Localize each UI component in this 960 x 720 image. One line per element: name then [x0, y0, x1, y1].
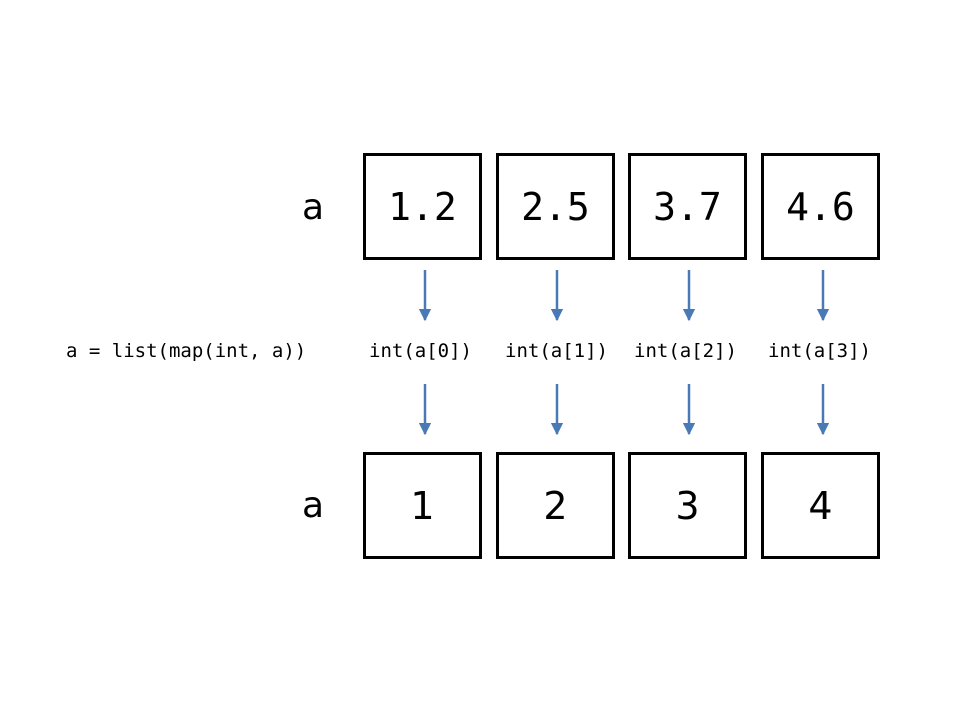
output-cell-1: 2 — [496, 452, 615, 559]
output-cell-3: 4 — [761, 452, 880, 559]
output-cell-0: 1 — [363, 452, 482, 559]
input-cell-0: 1.2 — [363, 153, 482, 260]
element-op-2: int(a[2]) — [634, 340, 737, 362]
input-cell-2: 3.7 — [628, 153, 747, 260]
element-op-3: int(a[3]) — [768, 340, 871, 362]
element-op-1: int(a[1]) — [505, 340, 608, 362]
element-op-0: int(a[0]) — [369, 340, 472, 362]
map-code-statement: a = list(map(int, a)) — [66, 340, 307, 362]
top-row-variable-label: a — [301, 187, 325, 228]
input-cell-1: 2.5 — [496, 153, 615, 260]
output-cell-2: 3 — [628, 452, 747, 559]
bottom-row-variable-label: a — [301, 485, 325, 526]
input-cell-3: 4.6 — [761, 153, 880, 260]
